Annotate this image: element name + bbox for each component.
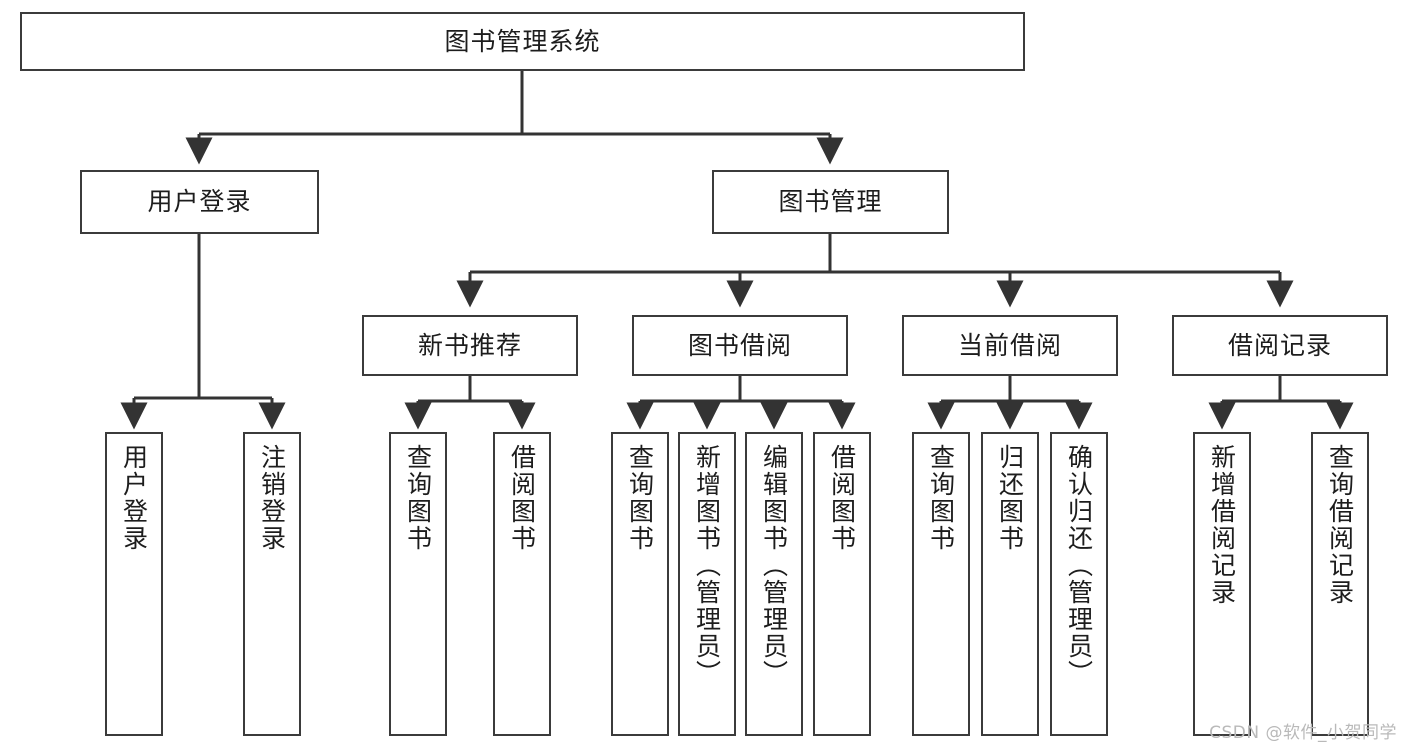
node-label: 确认归还（管理员） <box>1064 444 1094 687</box>
node-label: 借阅记录 <box>1227 330 1332 360</box>
node-leaf-query-book-borrow[interactable]: 查询图书 <box>611 432 669 736</box>
node-leaf-edit-book[interactable]: 编辑图书（管理员） <box>745 432 803 736</box>
node-leaf-borrow-book[interactable]: 借阅图书 <box>813 432 871 736</box>
node-leaf-query-book-recommend[interactable]: 查询图书 <box>389 432 447 736</box>
node-leaf-user-login[interactable]: 用户登录 <box>105 432 163 736</box>
node-leaf-return-book[interactable]: 归还图书 <box>981 432 1039 736</box>
node-leaf-borrow-book-recommend[interactable]: 借阅图书 <box>493 432 551 736</box>
node-leaf-add-book[interactable]: 新增图书（管理员） <box>678 432 736 736</box>
node-label: 借阅图书 <box>507 444 537 552</box>
node-label: 图书管理 <box>778 187 883 216</box>
node-label: 查询图书 <box>926 444 956 552</box>
node-leaf-query-borrow-record[interactable]: 查询借阅记录 <box>1311 432 1369 736</box>
node-label: 图书管理系统 <box>444 26 601 56</box>
node-label: 新增借阅记录 <box>1207 444 1237 606</box>
csdn-watermark: CSDN @软件_小贺同学 <box>1209 723 1397 743</box>
node-label: 注销登录 <box>257 444 287 552</box>
node-label: 用户登录 <box>119 444 149 552</box>
node-root-book-management-system[interactable]: 图书管理系统 <box>20 12 1025 71</box>
node-leaf-query-book-current[interactable]: 查询图书 <box>912 432 970 736</box>
node-label: 新书推荐 <box>417 330 522 360</box>
node-label: 查询借阅记录 <box>1325 444 1355 606</box>
node-leaf-logout-login[interactable]: 注销登录 <box>243 432 301 736</box>
node-label: 借阅图书 <box>827 444 857 552</box>
node-label: 查询图书 <box>625 444 655 552</box>
node-label: 查询图书 <box>403 444 433 552</box>
node-label: 新增图书（管理员） <box>692 444 722 687</box>
node-user-login[interactable]: 用户登录 <box>80 170 319 234</box>
node-label: 归还图书 <box>995 444 1025 552</box>
node-label: 当前借阅 <box>957 330 1062 360</box>
node-borrow-record[interactable]: 借阅记录 <box>1172 315 1388 376</box>
node-book-borrow[interactable]: 图书借阅 <box>632 315 848 376</box>
node-leaf-confirm-return[interactable]: 确认归还（管理员） <box>1050 432 1108 736</box>
node-leaf-add-borrow-record[interactable]: 新增借阅记录 <box>1193 432 1251 736</box>
node-label: 编辑图书（管理员） <box>759 444 789 687</box>
node-current-borrow[interactable]: 当前借阅 <box>902 315 1118 376</box>
node-book-management[interactable]: 图书管理 <box>712 170 949 234</box>
node-new-book-recommend[interactable]: 新书推荐 <box>362 315 578 376</box>
node-label: 用户登录 <box>147 187 252 216</box>
node-label: 图书借阅 <box>687 330 792 360</box>
